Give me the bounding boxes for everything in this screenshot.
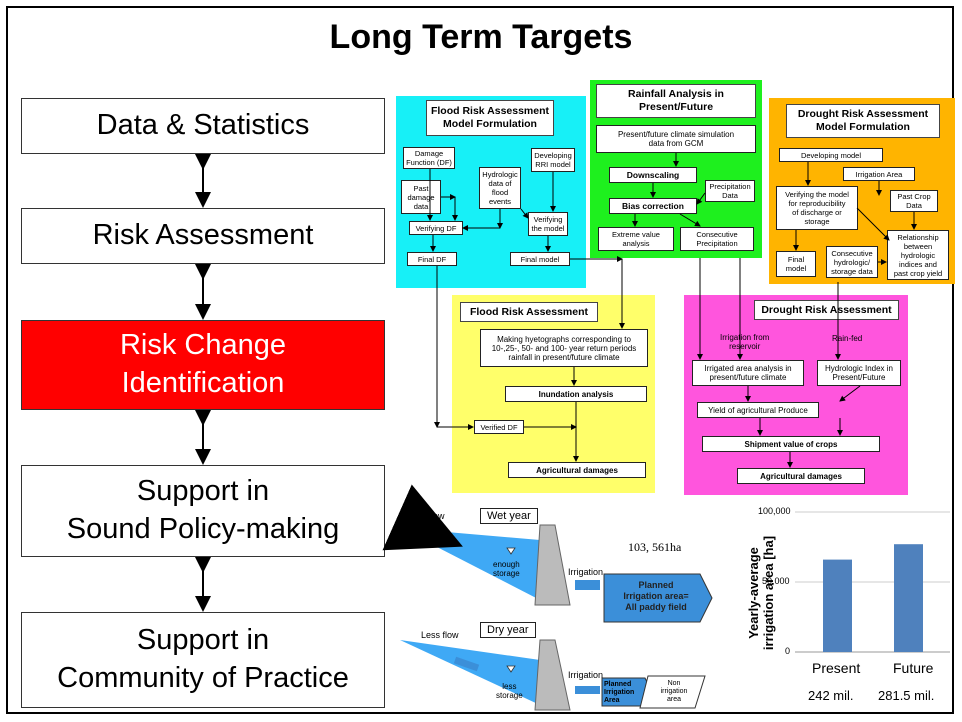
less-storage-label: less storage [496,682,523,700]
xcat-future: Future [893,660,934,676]
verifying-drought-box: Verifying the model for reproducibility … [776,186,858,230]
hyetograph-box: Making hyetographs corresponding to 10-,… [480,329,648,367]
step-label: Risk Assessment [92,219,314,252]
flood-assess-header: Flood Risk Assessment [460,302,598,322]
rainfall-header: Rainfall Analysis in Present/Future [596,84,756,118]
consecutive-hydro-box: Consecutive hydrologic/ storage data [826,246,878,278]
wet-year-tag: Wet year [480,508,538,524]
planned-label: Planned Irrigation Area [604,681,635,704]
non-irrigation-label: Non irrigation area [660,680,688,703]
sub-present: 242 mil. [808,688,854,703]
verified-df-box: Verified DF [474,420,524,434]
shipment-box: Shipment value of crops [702,436,880,452]
bar-present [823,559,852,652]
step-label: Data & Statistics [96,109,310,142]
irrigation-area-box: Irrigation Area [843,167,915,181]
much-flow-label: Much flow [404,511,445,521]
bias-box: Bias correction [609,198,697,214]
step-label: Support in Community of Practice [57,624,349,694]
slide-title: Long Term Targets [329,18,633,56]
step-risk-assessment: Risk Assessment [21,208,385,264]
extreme-box: Extreme value analysis [598,227,674,251]
verifying-model-box: Verifying the model [528,212,568,236]
final-model-box: Final model [510,252,570,266]
area-value-label: 103, 561ha [628,540,682,554]
gcm-box: Present/future climate simulation data f… [596,125,756,153]
final-df-box: Final DF [407,252,457,266]
inundation-box: Inundation analysis [505,386,647,402]
chart-ylabel: Yearly-average irrigation area [ha] [746,535,776,651]
ytick-0: 0 [785,646,791,656]
irrigation-label-wet: Irrigation [568,567,604,577]
precip-data-box: Precipitation Data [705,180,755,202]
irrigation-label-dry: Irrigation [568,670,604,680]
step-label: Support in Sound Policy-making [66,475,340,545]
drought-agri-damages-box: Agricultural damages [737,468,865,484]
ytick-100000: 100,000 [758,506,791,516]
developing-model-box: Developing model [779,148,883,162]
yield-box: Yield of agricultural Produce [697,402,819,418]
final-drought-model-box: Final model [776,251,816,277]
past-damage-box: Past damage data [401,180,441,214]
irr-from-label: Irrigation from reservoir [720,333,770,351]
planned-all-label: Planned Irrigation area= All paddy field [623,580,689,612]
consecutive-precip-box: Consecutive Precipitation [680,227,754,251]
drought-assess-panel [684,295,908,495]
dry-year-tag: Dry year [480,622,536,638]
damage-function-box: Damage Function (DF) [403,147,455,169]
step-label: Risk Change Identification [119,329,287,399]
step-community: Support in Community of Practice [21,612,385,708]
xcat-present: Present [812,660,861,676]
flood-model-header: Flood Risk Assessment Model Formulation [426,100,554,136]
step-policy: Support in Sound Policy-making [21,465,385,557]
less-flow-label: Less flow [421,630,459,640]
step-data-statistics: Data & Statistics [21,98,385,154]
relationship-box: Relationship between hydrologic indices … [887,230,949,280]
enough-storage-label: enough storage [493,560,520,578]
sub-future: 281.5 mil. [878,688,935,703]
developing-rri-box: Developing RRI model [531,148,575,172]
flood-agri-damages-box: Agricultural damages [508,462,646,478]
bar-future [894,544,923,652]
hydrologic-data-box: Hydrologic data of flood events [479,167,521,209]
step-risk-change: Risk Change Identification [21,320,385,410]
drought-model-header: Drought Risk Assessment Model Formulatio… [786,104,940,138]
past-crop-box: Past Crop Data [890,190,938,212]
downscaling-box: Downscaling [609,167,697,183]
ytick-50000: 50,000 [762,576,790,586]
slide-frame [6,6,954,714]
hydro-index-box: Hydrologic Index in Present/Future [817,360,901,386]
drought-assess-header: Drought Risk Assessment [754,300,899,320]
rainfed-label: Rain-fed [832,334,863,343]
irr-analysis-box: Irrigated area analysis in present/futur… [692,360,804,386]
